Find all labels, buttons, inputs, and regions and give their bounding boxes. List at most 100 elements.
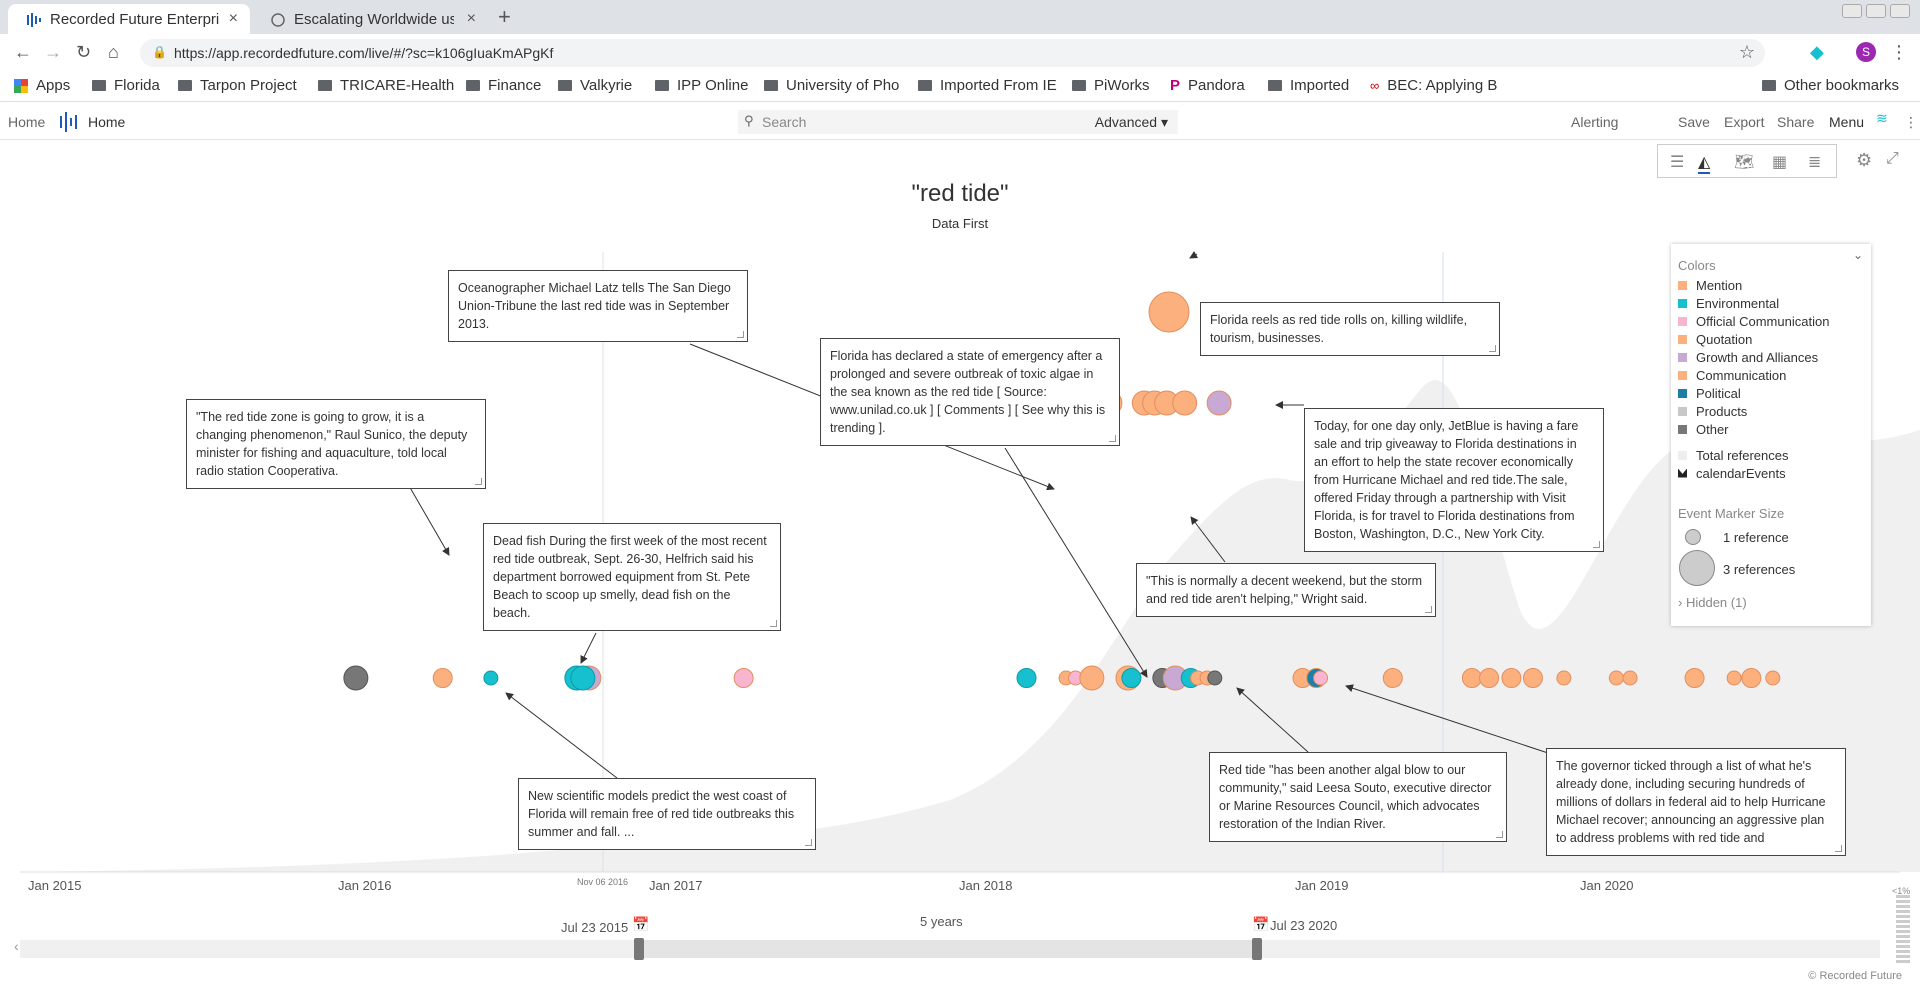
browser-menu-icon[interactable]: ⋮: [1890, 42, 1908, 62]
legend-item-growth-and-alliances[interactable]: Growth and Alliances: [1678, 348, 1818, 366]
table-view-icon[interactable]: ≣: [1808, 154, 1822, 171]
restore-window-icon[interactable]: [1866, 4, 1886, 18]
legend-item-official-communication[interactable]: Official Communication: [1678, 312, 1829, 330]
event-callout[interactable]: "This is normally a decent weekend, but …: [1136, 563, 1436, 617]
event-callout[interactable]: Today, for one day only, JetBlue is havi…: [1304, 408, 1604, 552]
event-marker[interactable]: [733, 668, 754, 688]
collapse-chevron-icon[interactable]: ⌄: [1852, 248, 1863, 262]
event-callout[interactable]: New scientific models predict the west c…: [518, 778, 816, 850]
event-callout[interactable]: Oceanographer Michael Latz tells The San…: [448, 270, 748, 342]
more-options-icon[interactable]: ⋮: [1904, 114, 1918, 130]
bookmark-piworks[interactable]: PiWorks: [1072, 77, 1150, 94]
event-callout[interactable]: Dead fish During the first week of the m…: [483, 523, 781, 631]
event-marker[interactable]: [483, 670, 499, 686]
end-calendar-icon[interactable]: 📅: [1252, 916, 1270, 932]
event-marker[interactable]: [1684, 668, 1705, 688]
event-marker[interactable]: [1206, 390, 1232, 416]
event-marker[interactable]: [1148, 291, 1190, 333]
legend-item-environmental[interactable]: Environmental: [1678, 294, 1779, 312]
bookmark-ipp-online[interactable]: IPP Online: [655, 77, 748, 94]
back-arrow-icon[interactable]: ←: [14, 42, 32, 62]
home-icon[interactable]: ⌂: [108, 42, 119, 62]
tab-close-icon[interactable]: ×: [466, 10, 476, 27]
event-marker[interactable]: [432, 668, 453, 688]
bookmark-imported[interactable]: Imported: [1268, 77, 1349, 94]
bookmark-valkyrie[interactable]: Valkyrie: [558, 77, 632, 94]
tab-escalating[interactable]: Escalating Worldwide use ×: [252, 4, 488, 34]
home-link[interactable]: Home: [8, 114, 46, 130]
event-marker[interactable]: [570, 665, 596, 691]
reload-icon[interactable]: ↻: [76, 42, 92, 62]
map-view-icon[interactable]: 🗺: [1734, 154, 1755, 171]
bookmark-other-bookmarks[interactable]: Other bookmarks: [1762, 77, 1899, 94]
menu-button[interactable]: Menu: [1829, 114, 1865, 130]
settings-gear-icon[interactable]: ⚙: [1856, 150, 1873, 170]
bookmark-tarpon-project[interactable]: Tarpon Project: [178, 77, 297, 94]
bookmark-florida[interactable]: Florida: [92, 77, 160, 94]
zoom-scale-slider[interactable]: [1896, 895, 1910, 963]
event-marker[interactable]: [1522, 668, 1543, 688]
event-marker[interactable]: [1608, 670, 1624, 686]
event-marker[interactable]: [1016, 668, 1037, 688]
event-marker[interactable]: [1622, 670, 1638, 686]
profile-avatar[interactable]: S: [1856, 42, 1876, 62]
legend-calendar-events[interactable]: calendarEvents: [1678, 464, 1786, 482]
search-input[interactable]: ⚲ Search Advanced ▾: [738, 110, 1178, 134]
range-end-handle[interactable]: [1252, 938, 1262, 960]
grid-view-icon[interactable]: ▦: [1772, 154, 1788, 171]
event-callout[interactable]: Red tide "has been another algal blow to…: [1209, 752, 1507, 842]
alerting-button[interactable]: Alerting: [1571, 114, 1619, 130]
event-marker[interactable]: [1172, 390, 1198, 416]
legend-item-mention[interactable]: Mention: [1678, 276, 1742, 294]
range-selection[interactable]: [640, 940, 1258, 958]
event-marker[interactable]: [1121, 668, 1142, 688]
timeline-view-icon[interactable]: ◭: [1698, 152, 1711, 174]
event-callout[interactable]: The governor ticked through a list of wh…: [1546, 748, 1846, 856]
event-marker[interactable]: [1479, 668, 1500, 688]
new-tab-plus-icon[interactable]: +: [498, 4, 511, 29]
event-callout[interactable]: Florida has declared a state of emergenc…: [820, 338, 1120, 446]
fullscreen-icon[interactable]: ⤢: [1886, 150, 1899, 167]
event-marker[interactable]: [1726, 670, 1742, 686]
extension-icon[interactable]: ◆: [1810, 42, 1824, 62]
legend-item-other[interactable]: Other: [1678, 420, 1729, 438]
event-marker[interactable]: [1741, 668, 1762, 688]
bookmark-bec[interactable]: ∞BEC: Applying B: [1370, 77, 1498, 94]
event-marker[interactable]: [1461, 668, 1482, 688]
event-marker[interactable]: [1313, 670, 1329, 686]
legend-item-quotation[interactable]: Quotation: [1678, 330, 1752, 348]
bookmark-tricare-health[interactable]: TRICARE-Health: [318, 77, 454, 94]
list-view-icon[interactable]: ☰: [1670, 154, 1685, 171]
range-left-arrow-icon[interactable]: ‹: [14, 938, 19, 954]
bookmark-apps[interactable]: Apps: [14, 77, 70, 94]
event-marker[interactable]: [1765, 670, 1781, 686]
start-calendar-icon[interactable]: 📅: [632, 916, 650, 932]
legend-total-references[interactable]: Total references: [1678, 446, 1789, 464]
save-button[interactable]: Save: [1678, 114, 1710, 130]
url-omnibox[interactable]: 🔒 https://app.recordedfuture.com/live/#/…: [140, 39, 1765, 67]
legend-hidden-toggle[interactable]: › Hidden (1): [1678, 594, 1747, 610]
minimize-window-icon[interactable]: [1842, 4, 1862, 18]
tab-recorded-future[interactable]: Recorded Future Enterprise ×: [8, 4, 250, 34]
range-start-handle[interactable]: [634, 938, 644, 960]
legend-item-products[interactable]: Products: [1678, 402, 1747, 420]
event-marker[interactable]: [1207, 670, 1223, 686]
event-marker[interactable]: [1501, 668, 1522, 688]
share-button[interactable]: Share: [1777, 114, 1815, 130]
bookmark-finance[interactable]: Finance: [466, 77, 541, 94]
legend-item-communication[interactable]: Communication: [1678, 366, 1786, 384]
brand-home-link[interactable]: Home: [88, 114, 126, 130]
close-window-icon[interactable]: [1890, 4, 1910, 18]
legend-item-political[interactable]: Political: [1678, 384, 1741, 402]
event-marker[interactable]: [1556, 670, 1572, 686]
bookmark-star-icon[interactable]: ☆: [1738, 42, 1755, 62]
tab-close-icon[interactable]: ×: [228, 10, 238, 27]
event-marker[interactable]: [1079, 665, 1105, 691]
event-marker[interactable]: [1382, 668, 1403, 688]
advanced-search-dropdown[interactable]: Advanced ▾: [1094, 114, 1168, 130]
bookmark-university[interactable]: University of Pho: [764, 77, 914, 94]
event-callout[interactable]: Florida reels as red tide rolls on, kill…: [1200, 302, 1500, 356]
event-callout[interactable]: "The red tide zone is going to grow, it …: [186, 399, 486, 489]
bookmark-imported-from[interactable]: Imported From IE: [918, 77, 1058, 94]
